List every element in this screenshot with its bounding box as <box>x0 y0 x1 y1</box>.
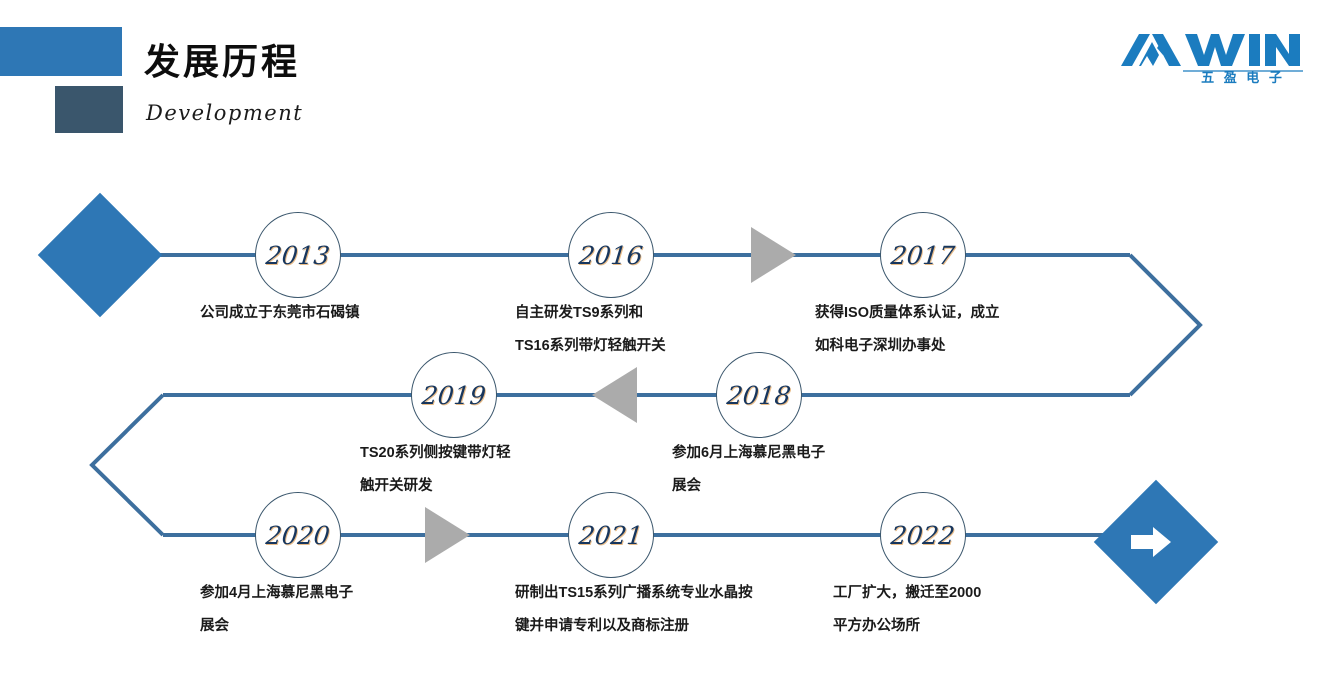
milestone-year-2019: 2019 <box>420 380 488 410</box>
milestone-caption-2016-line1: 自主研发TS9系列和 <box>515 305 644 321</box>
milestone-caption-2018-line1: 参加6月上海慕尼黑电子 <box>672 445 826 461</box>
arrow-right-icon-row3 <box>425 507 470 563</box>
company-logo: 五 盈 电 子 <box>1119 22 1305 84</box>
logo-subtext: 五 盈 电 子 <box>1201 70 1285 84</box>
logo-icon: 五 盈 电 子 <box>1121 34 1303 84</box>
milestone-caption-2017: 获得ISO质量体系认证，成立 如科电子深圳办事处 <box>815 297 999 363</box>
arrow-right-icon-end <box>1131 527 1171 557</box>
milestone-caption-2013: 公司成立于东莞市石碣镇 <box>200 297 360 330</box>
milestone-node-2021[interactable]: 2021 <box>568 492 654 578</box>
arrow-right-icon-row1 <box>751 227 796 283</box>
milestone-node-2017[interactable]: 2017 <box>880 212 966 298</box>
milestone-year-2016: 2016 <box>577 240 645 270</box>
milestone-caption-2021: 研制出TS15系列广播系统专业水晶按 键并申请专利以及商标注册 <box>515 577 753 643</box>
header-accent-bar-bottom <box>55 86 123 133</box>
milestone-caption-2022: 工厂扩大，搬迁至2000 平方办公场所 <box>833 577 981 643</box>
page-subtitle: Development <box>146 101 304 125</box>
milestone-caption-2019: TS20系列侧按键带灯轻 触开关研发 <box>360 437 511 503</box>
milestone-node-2018[interactable]: 2018 <box>716 352 802 438</box>
milestone-year-2017: 2017 <box>889 240 957 270</box>
timeline-left-bend <box>89 393 165 537</box>
milestone-year-2020: 2020 <box>264 520 332 550</box>
milestone-year-2018: 2018 <box>725 380 793 410</box>
milestone-caption-2021-line1: 研制出TS15系列广播系统专业水晶按 <box>515 585 753 601</box>
milestone-caption-2022-line2: 平方办公场所 <box>833 618 920 634</box>
milestone-caption-2017-line2: 如科电子深圳办事处 <box>815 338 946 354</box>
milestone-year-2022: 2022 <box>889 520 957 550</box>
milestone-caption-2019-line1: TS20系列侧按键带灯轻 <box>360 445 511 461</box>
milestone-caption-2018: 参加6月上海慕尼黑电子 展会 <box>672 437 825 503</box>
milestone-caption-2016: 自主研发TS9系列和 TS16系列带灯轻触开关 <box>515 297 666 363</box>
milestone-caption-2018-line2: 展会 <box>672 478 701 494</box>
milestone-node-2019[interactable]: 2019 <box>411 352 497 438</box>
milestone-node-2020[interactable]: 2020 <box>255 492 341 578</box>
milestone-year-2013: 2013 <box>264 240 332 270</box>
milestone-node-2022[interactable]: 2022 <box>880 492 966 578</box>
milestone-caption-2020: 参加4月上海慕尼黑电子 展会 <box>200 577 353 643</box>
header-accent-bar-top <box>0 27 122 76</box>
milestone-caption-2013-line1: 公司成立于东莞市石碣镇 <box>200 305 360 321</box>
milestone-year-2021: 2021 <box>577 520 645 550</box>
milestone-caption-2021-line2: 键并申请专利以及商标注册 <box>515 618 689 634</box>
timeline-right-bend <box>1128 253 1203 397</box>
milestone-caption-2019-line2: 触开关研发 <box>360 478 433 494</box>
milestone-caption-2017-line1: 获得ISO质量体系认证，成立 <box>815 305 1000 321</box>
milestone-caption-2022-line1: 工厂扩大，搬迁至2000 <box>833 585 982 601</box>
page-title: 发展历程 <box>144 41 301 82</box>
milestone-node-2016[interactable]: 2016 <box>568 212 654 298</box>
milestone-caption-2020-line2: 展会 <box>200 618 229 634</box>
milestone-caption-2016-line2: TS16系列带灯轻触开关 <box>515 338 666 354</box>
arrow-left-icon-row2 <box>592 367 637 423</box>
milestone-node-2013[interactable]: 2013 <box>255 212 341 298</box>
milestone-caption-2020-line1: 参加4月上海慕尼黑电子 <box>200 585 354 601</box>
timeline-start-marker <box>37 192 163 318</box>
